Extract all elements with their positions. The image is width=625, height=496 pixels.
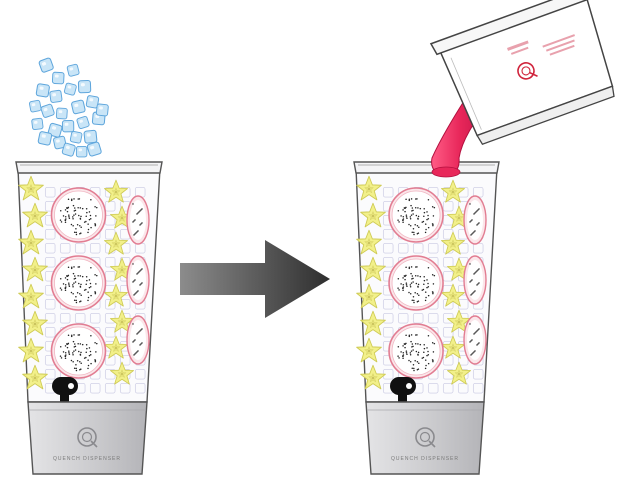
- ice-cube: [77, 79, 92, 94]
- ice-cube: [61, 119, 75, 133]
- dragonfruit-slice: [50, 255, 107, 311]
- dragonfruit-slice: [388, 323, 444, 379]
- base-label: QUENCH DISPENSER: [391, 456, 459, 462]
- ice-cube: [86, 141, 103, 158]
- ice-cube: [49, 89, 63, 104]
- dragonfruit-slice: [126, 195, 150, 245]
- ice-cube: [63, 82, 78, 97]
- dragonfruit-slice: [50, 323, 107, 379]
- ice-cube: [75, 145, 88, 158]
- dragonfruit-slice: [463, 195, 487, 245]
- ice-cube: [69, 130, 83, 144]
- ice-cube: [55, 107, 68, 120]
- dispenser-right: QUENCH DISPENSER: [353, 0, 615, 475]
- dragonfruit-slice: [50, 187, 107, 243]
- dispenser-base: [27, 401, 148, 475]
- concentrate-bucket: [429, 0, 615, 145]
- ice-cube: [75, 115, 91, 130]
- q-brand-logo-icon: [77, 427, 98, 448]
- dispenser-lid: [353, 161, 500, 174]
- ice-cube: [95, 103, 110, 117]
- ice-cube: [66, 63, 80, 78]
- ice-cube: [31, 117, 44, 131]
- dragonfruit-slice: [388, 255, 444, 311]
- fruit-fill: [356, 175, 487, 394]
- right-arrow-icon: [180, 240, 330, 318]
- ice-cube: [70, 99, 87, 115]
- dispenser-lid: [15, 161, 163, 174]
- fruit-fill: [18, 175, 150, 394]
- ice-cube: [37, 130, 53, 146]
- base-label: QUENCH DISPENSER: [53, 456, 121, 462]
- q-brand-logo-icon: [517, 62, 538, 80]
- dragonfruit-slice: [463, 255, 487, 305]
- dragonfruit-slice: [388, 187, 444, 243]
- dispenser-left: QUENCH DISPENSER: [15, 56, 163, 475]
- ice-cube: [35, 83, 51, 98]
- q-brand-logo-icon: [415, 427, 436, 448]
- dragonfruit-slice: [126, 255, 150, 305]
- ice-cube: [51, 71, 65, 85]
- ice-cube: [37, 56, 55, 74]
- dragonfruit-slice: [126, 315, 150, 365]
- dragonfruit-slice: [463, 315, 487, 365]
- ice-cube: [28, 99, 42, 113]
- falling-ice-cubes: [28, 56, 110, 158]
- dispenser-base: [365, 401, 485, 475]
- ice-cube: [39, 103, 56, 119]
- ice-cube: [83, 129, 98, 144]
